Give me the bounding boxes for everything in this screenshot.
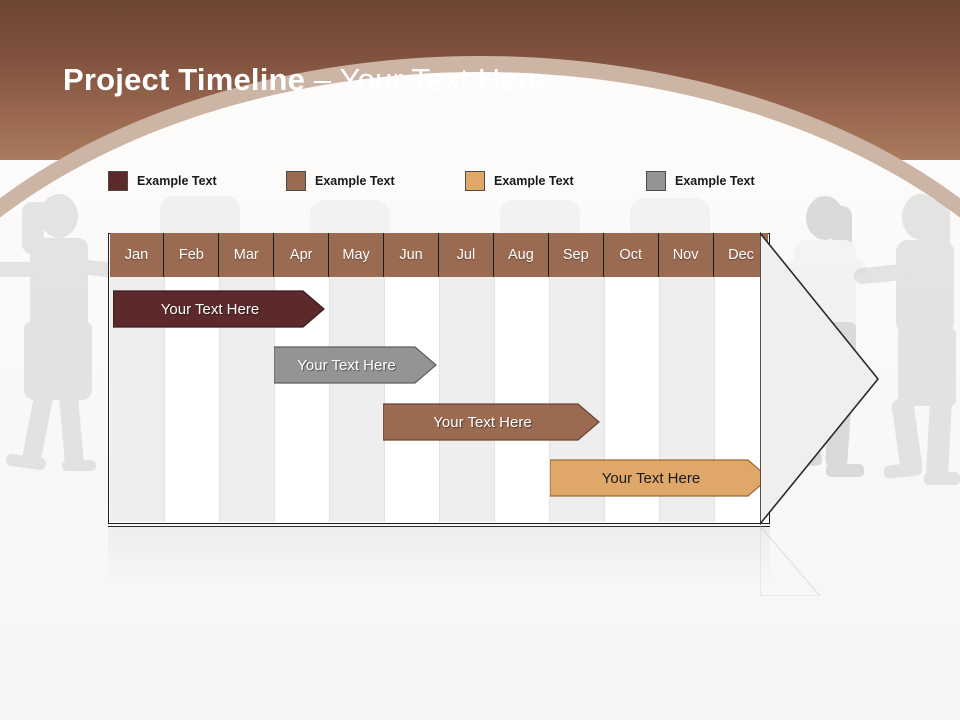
timeline-month-header-jan[interactable]: Jan <box>109 233 165 277</box>
legend-swatch-icon <box>286 171 306 191</box>
column-stripe-jul <box>439 277 494 522</box>
bar-arrow-shape-icon <box>550 459 770 497</box>
timeline-month-header-nov[interactable]: Nov <box>658 233 714 277</box>
timeline-month-header-may[interactable]: May <box>329 233 385 277</box>
bar-arrow-shape-icon <box>383 403 600 441</box>
column-divider <box>603 277 605 522</box>
legend-label: Example Text <box>137 174 217 188</box>
bar-arrow-shape-icon <box>113 290 325 328</box>
timeline-month-header-aug[interactable]: Aug <box>493 233 549 277</box>
column-divider <box>384 277 386 522</box>
month-label: Dec <box>728 247 754 263</box>
column-divider <box>219 277 221 522</box>
month-label: Mar <box>233 247 259 263</box>
bar-arrow-shape-icon <box>274 346 437 384</box>
month-label: Jul <box>456 247 476 263</box>
month-label: Jan <box>124 247 149 263</box>
legend-label: Example Text <box>494 174 574 188</box>
column-divider <box>329 277 331 522</box>
timeline-chart: Jan Feb Mar Apr May Jun Jul Aug Sep Oct Nov Dec You… <box>108 233 770 524</box>
legend-swatch-icon <box>646 171 666 191</box>
legend-item-3[interactable]: Example Text <box>465 170 574 192</box>
timeline-month-header-row: Jan Feb Mar Apr May Jun Jul Aug Sep Oct Nov Dec <box>108 233 770 277</box>
legend-item-2[interactable]: Example Text <box>286 170 395 192</box>
month-label: May <box>342 247 370 263</box>
timeline-bar-1[interactable]: Your Text Here <box>113 290 325 328</box>
column-divider <box>548 277 550 522</box>
page-title-bold: Project Timeline <box>63 62 306 97</box>
page-title-regular: – Your Text Here <box>305 62 546 97</box>
legend-swatch-icon <box>465 171 485 191</box>
column-stripe-may <box>329 277 385 522</box>
timeline-bar-2[interactable]: Your Text Here <box>274 346 437 384</box>
page-title: Project Timeline – Your Text Here <box>63 60 546 100</box>
month-label: Feb <box>178 247 204 263</box>
month-label: Sep <box>562 247 589 263</box>
legend-label: Example Text <box>675 174 755 188</box>
silhouette-woman-right <box>853 192 960 492</box>
legend-label: Example Text <box>315 174 395 188</box>
column-divider <box>493 277 495 522</box>
timeline-arrow-reflection <box>760 526 821 596</box>
timeline-bar-4[interactable]: Your Text Here <box>550 459 770 497</box>
month-label: Apr <box>289 247 313 263</box>
legend-swatch-icon <box>108 171 128 191</box>
timeline-month-header-jul[interactable]: Jul <box>439 233 494 277</box>
month-label: Nov <box>672 247 699 263</box>
column-divider <box>658 277 660 522</box>
timeline-month-header-mar[interactable]: Mar <box>219 233 275 277</box>
column-divider <box>164 277 166 522</box>
month-label: Aug <box>507 247 534 263</box>
timeline-month-header-sep[interactable]: Sep <box>548 233 604 277</box>
timeline-reflection <box>108 526 770 613</box>
timeline-arrow-head-icon <box>760 231 880 526</box>
silhouette-woman-left <box>0 190 120 490</box>
timeline-bar-3[interactable]: Your Text Here <box>383 403 600 441</box>
month-label: Jun <box>399 247 423 263</box>
month-label: Oct <box>619 247 642 263</box>
legend-item-1[interactable]: Example Text <box>108 170 217 192</box>
timeline-month-header-oct[interactable]: Oct <box>603 233 659 277</box>
timeline-month-header-feb[interactable]: Feb <box>164 233 220 277</box>
legend: Example Text Example Text Example Text Exam… <box>108 170 848 194</box>
column-divider <box>439 277 440 522</box>
timeline-month-header-jun[interactable]: Jun <box>384 233 439 277</box>
column-divider <box>274 277 276 522</box>
timeline-month-header-apr[interactable]: Apr <box>274 233 330 277</box>
legend-item-4[interactable]: Example Text <box>646 170 755 192</box>
column-divider <box>713 277 715 522</box>
